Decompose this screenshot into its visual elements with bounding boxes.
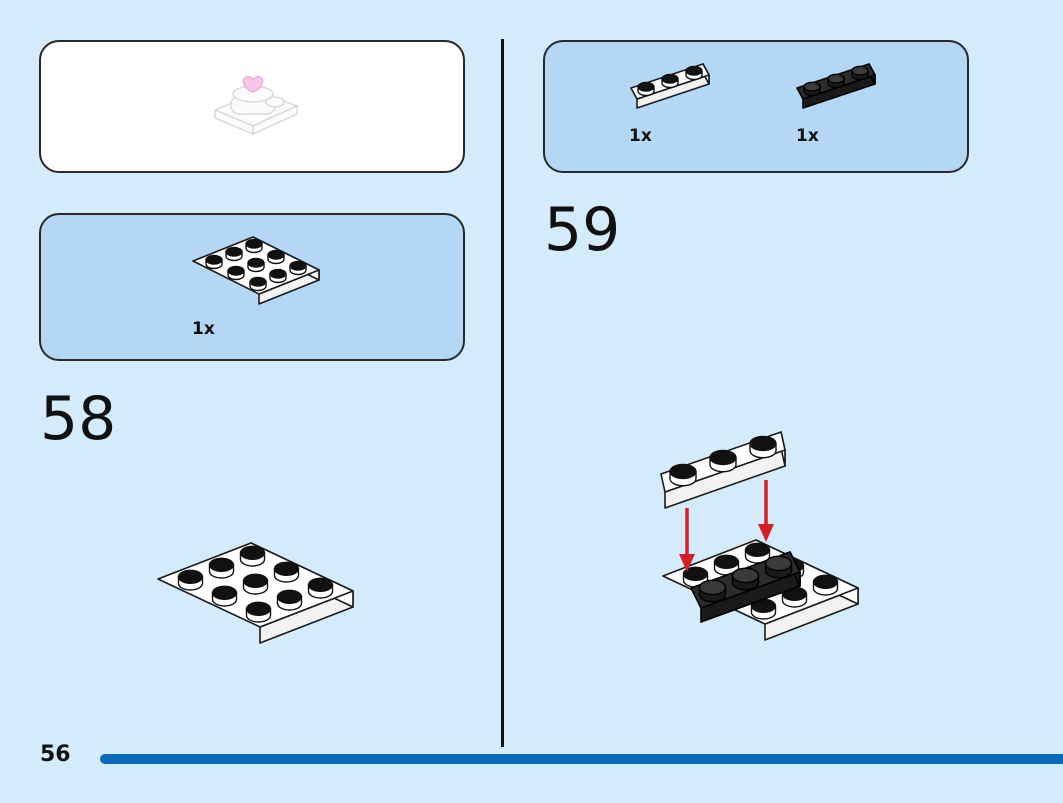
parts-panel-step-58: 1x xyxy=(39,213,465,361)
preview-panel xyxy=(39,40,465,173)
parts-panel-step-59: 1x 1x xyxy=(543,40,969,173)
white-plate-3x3-icon xyxy=(192,236,320,305)
part-quantity: 1x xyxy=(796,126,819,146)
white-plate-3x3-icon xyxy=(157,542,354,644)
black-plate-1x3-icon xyxy=(796,63,876,109)
white-plate-1x3-icon xyxy=(630,63,710,109)
page-number: 56 xyxy=(40,742,71,767)
step-number-59: 59 xyxy=(544,195,621,265)
part-quantity: 1x xyxy=(192,319,215,339)
step-number-58: 58 xyxy=(40,384,117,454)
progress-bar xyxy=(100,754,1063,764)
model-preview-icon xyxy=(213,76,299,136)
part-quantity: 1x xyxy=(629,126,652,146)
column-divider xyxy=(501,39,504,747)
assembly-illustration-icon xyxy=(660,431,859,641)
